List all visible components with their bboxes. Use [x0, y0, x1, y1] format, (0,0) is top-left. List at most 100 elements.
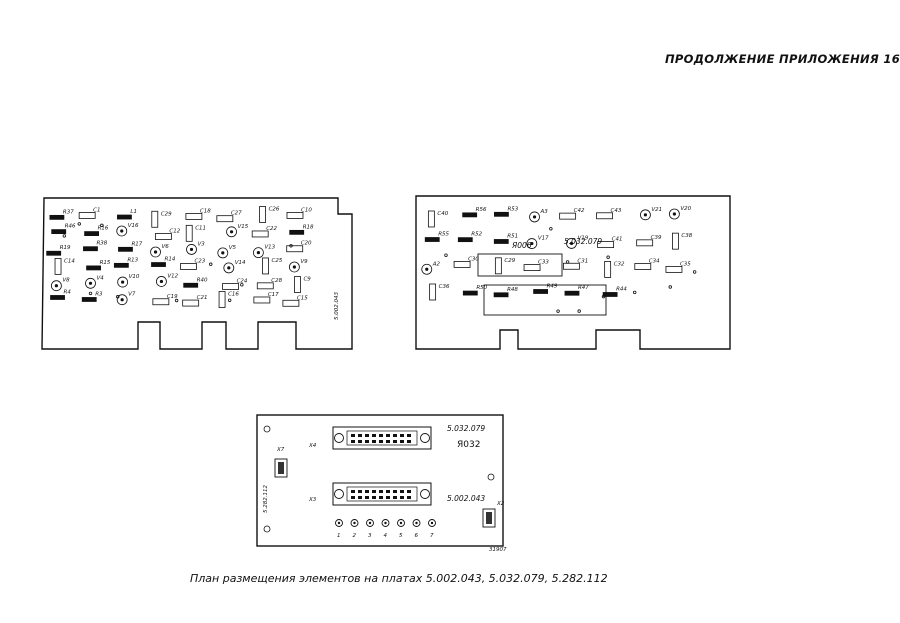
right-label-c31: C31	[577, 258, 588, 264]
left-label-c11: C11	[195, 225, 206, 231]
right-label-a3: A3	[540, 209, 549, 215]
right-label-r49: R49	[547, 283, 558, 289]
board-code-left: 5.002.043	[334, 292, 340, 320]
left-label-c26: C26	[269, 206, 280, 212]
right-label-a2: A2	[432, 261, 441, 267]
right-label-r47: R47	[578, 285, 589, 291]
pin-hole	[366, 519, 374, 527]
left-label-c15: C15	[297, 295, 308, 301]
right-label-c40: C40	[437, 211, 448, 217]
left-label-c16: C16	[228, 291, 239, 297]
left-label-r19: R19	[60, 245, 71, 251]
right-label-r51: R51	[507, 233, 518, 239]
left-label-r17: R17	[131, 241, 142, 247]
left-label-v7: V7	[128, 292, 136, 298]
left-label-v4: V4	[97, 275, 105, 281]
left-label-c25: C25	[272, 258, 283, 264]
figure-caption: План размещения элементов на платах 5.00…	[190, 572, 608, 585]
right-label-r44: R44	[616, 286, 627, 292]
left-label-r46: R46	[65, 224, 76, 230]
right-label-v17: V17	[538, 236, 549, 242]
left-label-v13: V13	[264, 245, 275, 251]
drawing-stamp: 31907	[489, 547, 507, 553]
left-label-c9: C9	[303, 277, 311, 283]
left-label-r3: R3	[95, 291, 103, 297]
left-label-r40: R40	[197, 277, 208, 283]
pin-hole	[350, 519, 359, 527]
left-label-r14: R14	[165, 257, 176, 263]
label-code-top: 5.032.079	[447, 424, 485, 433]
pin-number: 6	[415, 533, 419, 539]
pin-hole	[381, 519, 390, 527]
left-label-v10: V10	[129, 274, 140, 280]
connector-x4	[332, 426, 432, 450]
left-label-c1: C1	[93, 207, 100, 213]
left-label-r38: R38	[96, 241, 107, 247]
left-label-r13: R13	[127, 257, 138, 263]
connector-x2	[482, 508, 496, 528]
pin-number: 1	[337, 533, 341, 539]
left-label-v6: V6	[162, 244, 170, 250]
board-designator-right: Я006	[511, 241, 532, 250]
left-label-r15: R15	[100, 260, 111, 266]
right-label-c33: C33	[538, 260, 549, 266]
left-label-c24: C24	[237, 278, 248, 284]
connector-x3	[332, 482, 432, 506]
left-label-v9: V9	[300, 259, 308, 265]
label-x2: Х2	[496, 501, 505, 507]
left-label-v12: V12	[167, 273, 178, 279]
page-header: ПРОДОЛЖЕНИЕ ПРИЛОЖЕНИЯ 16	[665, 52, 900, 66]
pin-number: 7	[430, 533, 434, 539]
left-label-v3: V3	[198, 241, 206, 247]
left-label-v14: V14	[235, 260, 246, 266]
left-label-c21: C21	[197, 295, 208, 301]
right-label-c41: C41	[612, 237, 623, 243]
left-label-c27: C27	[231, 211, 242, 217]
label-designator: Я032	[457, 440, 480, 450]
right-label-r56: R56	[476, 207, 487, 213]
right-label-c38: C38	[681, 233, 692, 239]
right-label-c36: C36	[439, 284, 450, 290]
right-label-c35: C35	[680, 261, 691, 267]
left-label-v5: V5	[229, 245, 237, 251]
left-label-v15: V15	[238, 224, 249, 230]
pin-hole	[335, 519, 343, 527]
board-code-right: 5.032.079	[564, 237, 602, 246]
left-label-c20: C20	[301, 241, 312, 247]
left-label-c28: C28	[271, 278, 282, 284]
pin-number: 2	[353, 533, 357, 539]
label-code-side: 5.282.112	[263, 485, 269, 513]
right-label-r50: R50	[476, 285, 487, 291]
right-label-c30: C30	[468, 256, 479, 262]
left-label-c29: C29	[161, 211, 172, 217]
left-label-c14: C14	[64, 258, 75, 264]
label-x3: Х3	[308, 497, 317, 503]
label-code-mid: 5.002.043	[447, 494, 485, 503]
left-label-l1: L1	[130, 209, 137, 215]
right-label-c39: C39	[651, 235, 662, 241]
pin-hole	[397, 519, 405, 527]
left-label-v16: V16	[128, 223, 139, 229]
connector-x7	[274, 458, 288, 478]
left-label-c19: C19	[167, 294, 178, 300]
right-label-c32: C32	[614, 261, 625, 267]
left-label-r4: R4	[64, 289, 72, 295]
right-label-v19: V19	[578, 235, 589, 241]
left-label-r16: R16	[98, 226, 109, 232]
pin-number: 3	[368, 533, 372, 539]
right-label-v20: V20	[680, 206, 691, 212]
left-label-r37: R37	[63, 209, 74, 215]
right-label-r52: R52	[471, 232, 482, 238]
left-label-c17: C17	[268, 292, 279, 298]
right-label-v21: V21	[651, 207, 662, 213]
left-label-r18: R18	[303, 224, 314, 230]
pin-number: 5	[399, 533, 403, 539]
right-label-r48: R48	[507, 287, 518, 293]
right-label-r55: R55	[438, 232, 449, 238]
right-label-r53: R53	[507, 206, 518, 212]
right-label-c43: C43	[611, 208, 622, 214]
pin-number: 4	[384, 533, 388, 539]
left-label-c18: C18	[200, 208, 211, 214]
